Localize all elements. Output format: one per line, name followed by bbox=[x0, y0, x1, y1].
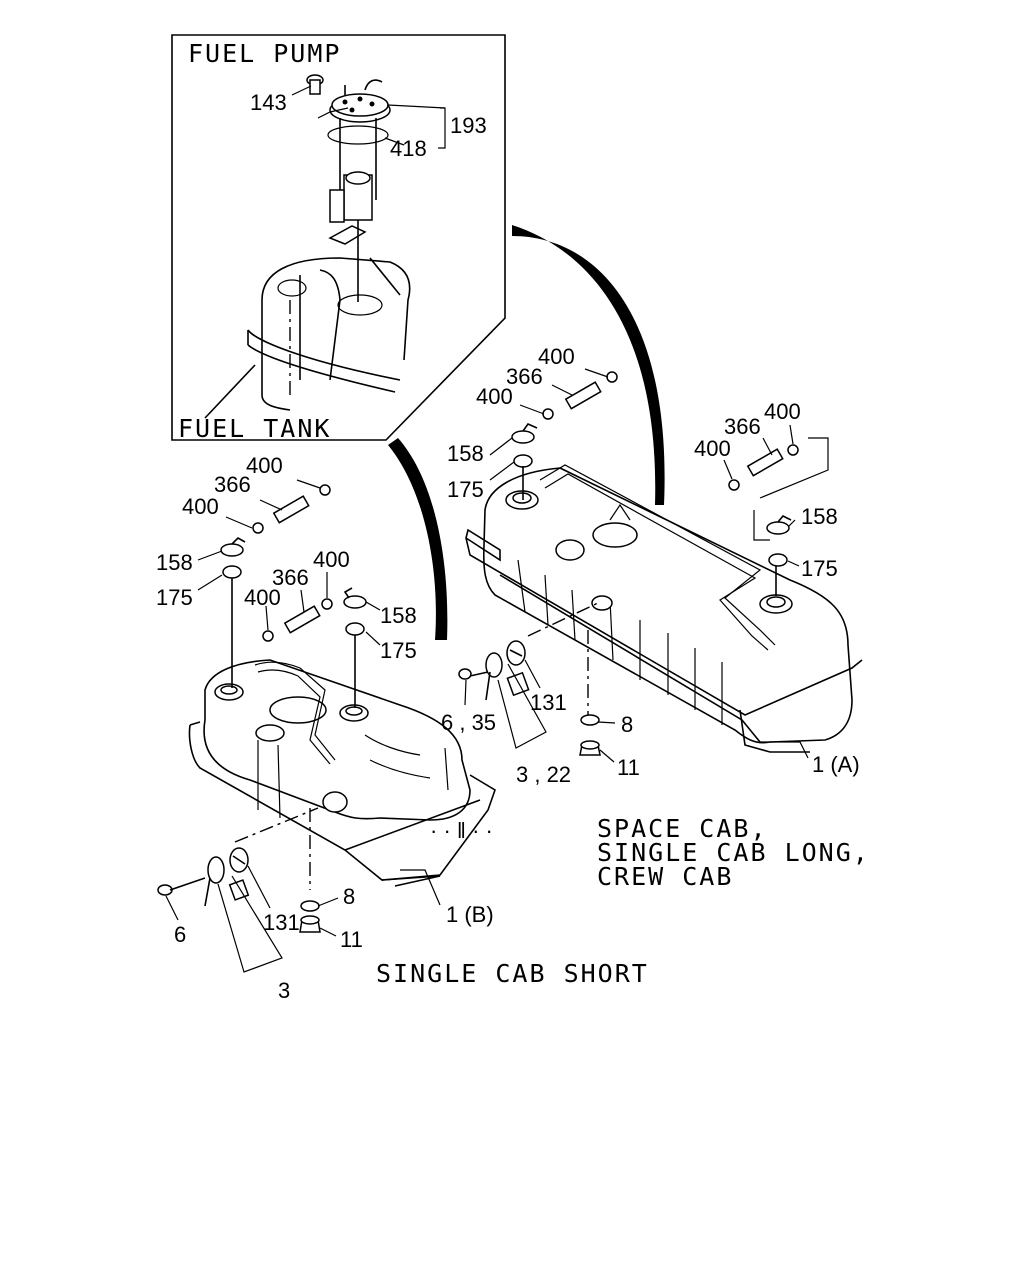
caption-single-cab-short: SINGLE CAB SHORT bbox=[376, 959, 649, 988]
label-11-left: 11 bbox=[340, 927, 363, 952]
label-400-right-b-top: 400 bbox=[764, 399, 801, 424]
label-400-left-b-top: 400 bbox=[313, 547, 350, 572]
label-1a: 1 (A) bbox=[812, 752, 860, 777]
label-175-left: 175 bbox=[156, 585, 193, 610]
label-366-right-b: 366 bbox=[724, 414, 761, 439]
sender-unit-right bbox=[458, 640, 601, 756]
label-8-right: 8 bbox=[621, 712, 633, 737]
hose-clamp-group-left-b bbox=[262, 587, 367, 708]
label-400-left-mid: 400 bbox=[182, 494, 219, 519]
label-11-right: 11 bbox=[617, 755, 640, 780]
fuel-pump-drawing bbox=[306, 74, 391, 302]
caption-single-cab-long: SINGLE CAB LONG, bbox=[597, 838, 870, 867]
hose-clamp-group-right-b bbox=[728, 437, 829, 596]
label-175-right-b: 175 bbox=[801, 556, 838, 581]
label-158-left-b: 158 bbox=[380, 603, 417, 628]
label-418: 418 bbox=[390, 136, 427, 161]
inset-tank-drawing bbox=[204, 257, 411, 419]
caption-crew-cab: CREW CAB bbox=[597, 862, 733, 891]
label-193: 193 bbox=[450, 113, 487, 138]
hose-clamp-group-left-a bbox=[220, 484, 331, 688]
label-8-left: 8 bbox=[343, 884, 355, 909]
label-400-right-mid: 400 bbox=[476, 384, 513, 409]
label-400-left-top: 400 bbox=[246, 453, 283, 478]
label-400-right-b-mid: 400 bbox=[694, 436, 731, 461]
inset-panel: FUEL PUMP FUEL TANK bbox=[171, 34, 506, 443]
inset-connector-arc-left bbox=[388, 438, 448, 640]
label-400-right-top: 400 bbox=[538, 344, 575, 369]
label-158-right-b: 158 bbox=[801, 504, 838, 529]
label-175-right-left: 175 bbox=[447, 477, 484, 502]
label-131-right: 131 bbox=[530, 690, 567, 715]
label-3-left: 3 bbox=[278, 978, 290, 1003]
label-131-left: 131 bbox=[263, 910, 300, 935]
inset-title-fuel-pump: FUEL PUMP bbox=[188, 39, 341, 68]
label-1b: 1 (B) bbox=[446, 902, 494, 927]
label-158-right-left: 158 bbox=[447, 441, 484, 466]
tank-marker-text: · · ‖ · · bbox=[430, 818, 493, 843]
label-366-left-b: 366 bbox=[272, 565, 309, 590]
label-3-22-right: 3 , 22 bbox=[516, 762, 571, 787]
label-6-left: 6 bbox=[174, 922, 186, 947]
inset-title-fuel-tank: FUEL TANK bbox=[178, 414, 331, 443]
fuel-tank-1b-drawing: · · ‖ · · bbox=[188, 659, 496, 890]
left-assembly: · · ‖ · · 400 366 400 158 175 bbox=[156, 453, 649, 1003]
label-366-right-top: 366 bbox=[506, 364, 543, 389]
label-366-left-top: 366 bbox=[214, 472, 251, 497]
fuel-tank-1a-drawing bbox=[465, 464, 863, 753]
label-158-left: 158 bbox=[156, 550, 193, 575]
label-143: 143 bbox=[250, 90, 287, 115]
caption-space-cab: SPACE CAB, bbox=[597, 814, 768, 843]
label-175-left-b: 175 bbox=[380, 638, 417, 663]
right-assembly: 400 366 400 158 175 400 366 400 158 175 bbox=[441, 344, 870, 891]
label-400-left-b-mid: 400 bbox=[244, 585, 281, 610]
hose-clamp-group-right-a bbox=[511, 371, 618, 500]
